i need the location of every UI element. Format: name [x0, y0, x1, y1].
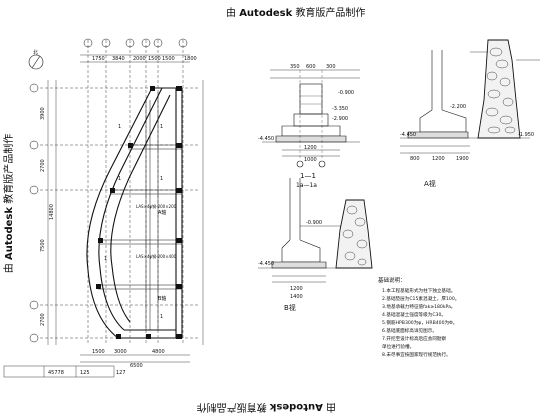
foundation-plan	[28, 38, 204, 363]
elevation-label-b: B轴	[158, 295, 166, 302]
tie-beams	[98, 92, 182, 330]
section-mark: 1	[118, 124, 121, 130]
elev-label: -2.900	[332, 116, 348, 122]
plan-top-dim: 1750	[92, 56, 105, 62]
section-mark: 1	[104, 256, 107, 262]
watermark-brand: Autodesk	[4, 206, 16, 261]
note-line: 3.地基承载力特征值fak≥180kPa。	[382, 303, 455, 310]
north-label: 北	[33, 49, 38, 56]
elevation-label-a: A轴	[158, 209, 166, 216]
plan-bottom-dim: 4800	[152, 349, 165, 355]
scale-box-cell: 45778	[48, 370, 64, 376]
watermark-left: 由 Autodesk 教育版产品制作	[0, 134, 15, 273]
plan-left-dim: 2700	[40, 159, 46, 172]
section-b-labels: B视 -0.900 -4.450 1200 1400	[258, 220, 322, 312]
section-1-1	[262, 69, 360, 168]
scale-box-cell: 125	[80, 370, 90, 376]
plan-top-dim: 3840	[112, 56, 125, 62]
watermark-prefix: 由	[326, 401, 336, 412]
note-line: 7.开挖至设计标高后应会同勘察	[382, 335, 447, 342]
note-line: 单位进行验槽。	[382, 343, 414, 350]
dim-label: 300	[326, 64, 336, 70]
watermark-suffix: 教育版产品制作	[196, 401, 267, 412]
rubble-stones-b	[342, 205, 368, 266]
section-1-1-labels: 1—1 1a—1a 350 600 300 1200 1000 -4.450 -…	[258, 64, 354, 189]
watermark-brand: Autodesk	[269, 401, 323, 412]
watermark-brand: Autodesk	[239, 8, 293, 19]
note-line: 8.未尽事宜按国家现行规范执行。	[382, 351, 451, 358]
general-notes: 基础说明： 1.本工程基础形式为柱下独立基础。 2.基础垫层为C15素混凝土，厚…	[378, 276, 459, 358]
scale-box-cell: 127	[116, 370, 126, 376]
dim-label: 1900	[456, 156, 469, 162]
dimension-lines	[47, 54, 204, 363]
watermark-suffix: 教育版产品制作	[4, 133, 16, 204]
rubble-stones	[485, 47, 516, 134]
plan-bottom-dim: 1500	[92, 349, 105, 355]
dim-label: 600	[306, 64, 316, 70]
dim-label: 1400	[290, 294, 303, 300]
north-arrow-icon	[28, 54, 44, 70]
watermark-top: 由 Autodesk 教育版产品制作	[226, 4, 365, 19]
section-mark: 1	[160, 314, 163, 320]
notes-title: 基础说明：	[378, 276, 406, 284]
elev-label: -0.900	[338, 90, 354, 96]
elev-label: -4.450	[258, 261, 274, 267]
axis-bubbles	[29, 38, 188, 343]
plan-left-dim: 2700	[40, 313, 46, 326]
dim-label: 1200	[290, 286, 303, 292]
dim-label: 1200	[304, 145, 317, 151]
note-line: 2.基础垫层为C15素混凝土，厚100。	[382, 295, 459, 302]
elev-label: -4.450	[258, 136, 274, 142]
columns	[96, 86, 182, 339]
note-line: 6.基础底面标高详见图示。	[382, 327, 437, 334]
section-mark: 1	[160, 176, 163, 182]
elev-label: -4.450	[400, 132, 416, 138]
rebar-note: LAS×4φ钢-200×400	[136, 253, 177, 259]
rubble-wall-b	[335, 199, 373, 269]
rubble-wall	[477, 39, 521, 139]
elev-label: -0.900	[306, 220, 322, 226]
section-a	[400, 39, 540, 154]
plan-labels: 1750 3840 2000 1500 1500 1800 1500 3000 …	[33, 49, 197, 369]
plan-top-dim: 1800	[184, 56, 197, 62]
plan-top-dim: 1500	[148, 56, 161, 62]
dim-label: 800	[410, 156, 420, 162]
section-a-labels: A视 -2.200 -4.450 -1.950 800 1200 1900	[400, 104, 534, 188]
plan-left-dim: 3900	[40, 107, 46, 120]
section-mark: 1	[160, 124, 163, 130]
watermark-prefix: 由	[226, 8, 236, 19]
note-line: 4.基础混凝土强度等级为C30。	[382, 311, 446, 318]
plan-top-dim: 2000	[133, 56, 146, 62]
watermark-suffix: 教育版产品制作	[295, 8, 366, 19]
section-b	[258, 178, 373, 283]
dim-label: 1200	[432, 156, 445, 162]
elev-label: -3.350	[332, 106, 348, 112]
plan-left-dim: 7500	[40, 239, 46, 252]
plan-left-total: 14800	[49, 204, 55, 220]
elev-label: -2.200	[450, 104, 466, 110]
elev-label: -1.950	[518, 132, 534, 138]
section-mark: 1	[118, 176, 121, 182]
section-title: B视	[284, 303, 296, 312]
section-title: 1—1	[300, 172, 316, 180]
section-subtitle: 1a—1a	[296, 182, 317, 189]
plan-top-dim: 1500	[162, 56, 175, 62]
watermark-bottom: 由 Autodesk 教育版产品制作	[197, 401, 336, 416]
note-line: 1.本工程基础形式为柱下独立基础。	[382, 287, 455, 294]
plan-bottom-dim: 3000	[114, 349, 127, 355]
scale-box: 45778 125 127	[3, 365, 126, 378]
section-title: A视	[424, 179, 436, 188]
note-line: 5.钢筋HPB300为φ，HRB400为Φ。	[382, 319, 457, 326]
rebar-note: LAS×4φ钢-200×200	[136, 203, 177, 209]
plan-bottom-total: 6500	[130, 363, 143, 369]
dim-label: 350	[290, 64, 300, 70]
dim-label: 1000	[304, 157, 317, 163]
watermark-prefix: 由	[4, 263, 16, 274]
